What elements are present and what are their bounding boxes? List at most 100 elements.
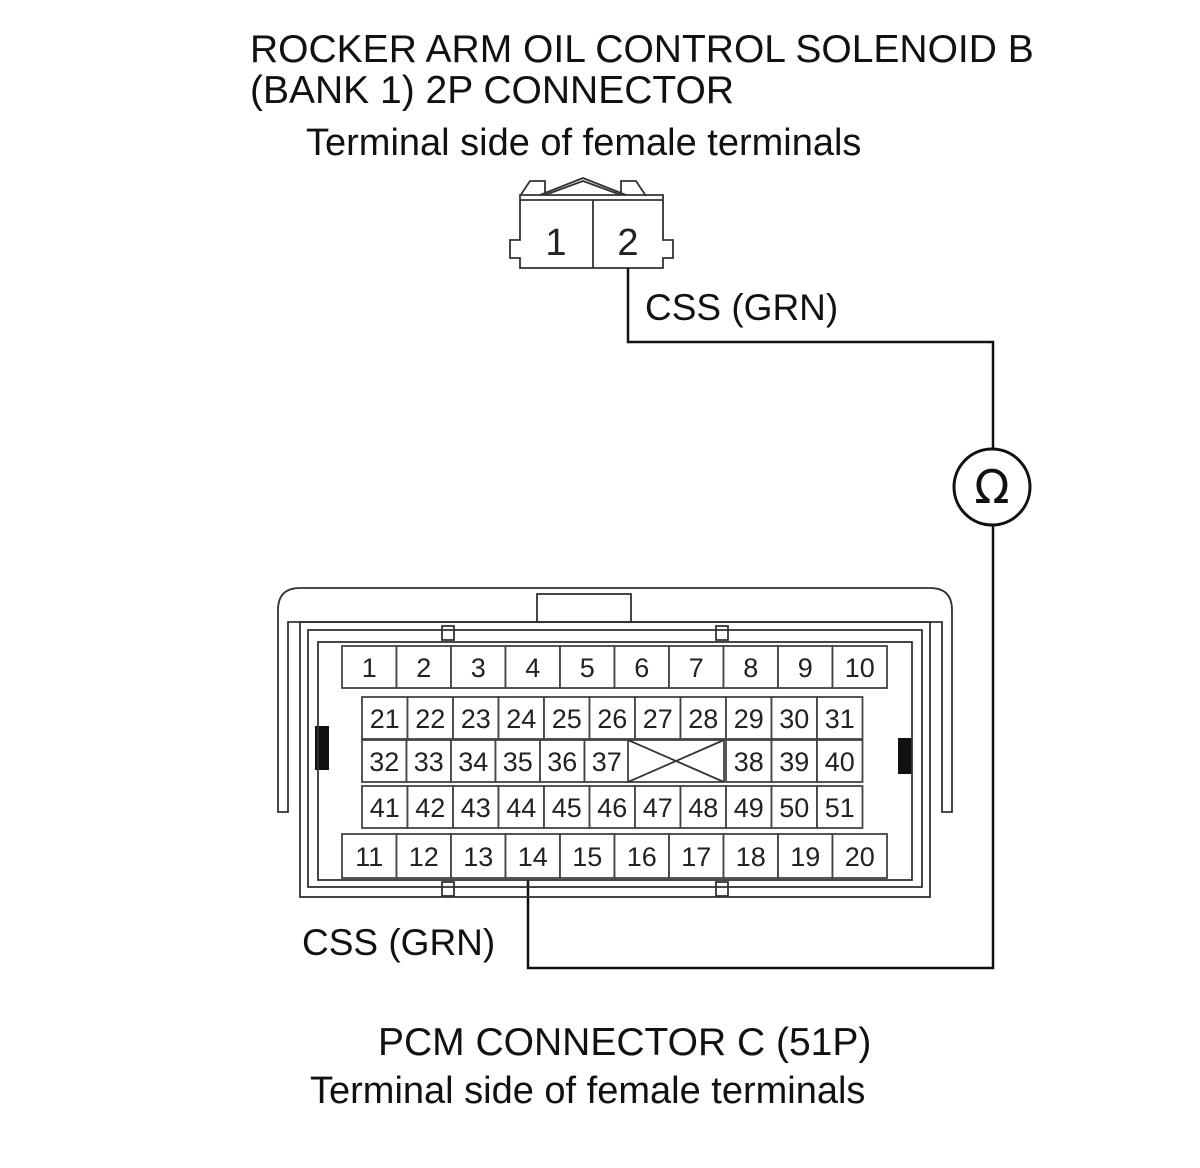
svg-text:50: 50: [779, 793, 809, 823]
pcm-pin-50: 50: [770, 785, 818, 829]
pcm-pin-38: 38: [725, 739, 773, 783]
pcm-pin-32: 32: [361, 739, 408, 783]
svg-text:29: 29: [734, 704, 764, 734]
svg-text:46: 46: [597, 793, 627, 823]
pcm-pin-17: 17: [668, 833, 725, 879]
svg-text:28: 28: [688, 704, 718, 734]
svg-text:32: 32: [369, 747, 399, 777]
svg-text:45: 45: [552, 793, 582, 823]
svg-text:14: 14: [518, 842, 548, 872]
svg-text:34: 34: [458, 747, 488, 777]
svg-text:31: 31: [825, 704, 855, 734]
solenoid-2p-connector: 1 2: [509, 177, 674, 269]
pcm-pin-40: 40: [816, 739, 864, 783]
wire-label-bottom: CSS (GRN): [302, 922, 495, 963]
pcm-pin-19: 19: [777, 833, 834, 879]
svg-text:5: 5: [580, 653, 595, 683]
pcm-pin-20: 20: [831, 833, 888, 879]
pcm-pin-14: 14: [504, 833, 561, 879]
svg-text:21: 21: [370, 704, 400, 734]
pcm-pin-31: 31: [816, 696, 864, 740]
svg-text:16: 16: [627, 842, 657, 872]
pcm-title: PCM CONNECTOR C (51P): [378, 1021, 871, 1064]
svg-text:43: 43: [461, 793, 491, 823]
svg-text:38: 38: [734, 747, 764, 777]
pcm-pin-6: 6: [613, 645, 670, 689]
css-wire-bottom: [526, 526, 995, 970]
pcm-pin-44: 44: [497, 785, 545, 829]
pcm-pin-28: 28: [679, 696, 727, 740]
pcm-pin-18: 18: [722, 833, 779, 879]
pcm-pin-26: 26: [588, 696, 636, 740]
svg-text:23: 23: [461, 704, 491, 734]
pcm-pin-1: 1: [341, 645, 398, 689]
svg-text:2: 2: [416, 653, 431, 683]
pcm-pin-27: 27: [634, 696, 682, 740]
pcm-pin-12: 12: [395, 833, 452, 879]
pcm-pin-51: 51: [816, 785, 864, 829]
pcm-pin-23: 23: [452, 696, 500, 740]
svg-text:40: 40: [825, 747, 855, 777]
pcm-pin-25: 25: [543, 696, 591, 740]
svg-text:15: 15: [572, 842, 602, 872]
svg-text:18: 18: [736, 842, 766, 872]
solenoid-subtitle: Terminal side of female terminals: [306, 122, 861, 164]
svg-text:4: 4: [525, 653, 540, 683]
svg-text:27: 27: [643, 704, 673, 734]
solenoid-title-line1: ROCKER ARM OIL CONTROL SOLENOID B: [250, 28, 1034, 71]
pcm-pin-34: 34: [450, 739, 497, 783]
pcm-pin-16: 16: [613, 833, 670, 879]
svg-text:26: 26: [597, 704, 627, 734]
pcm-pin-45: 45: [543, 785, 591, 829]
svg-text:17: 17: [681, 842, 711, 872]
svg-text:49: 49: [734, 793, 764, 823]
svg-text:47: 47: [643, 793, 673, 823]
svg-text:6: 6: [634, 653, 649, 683]
ohm-symbol: Ω: [974, 460, 1009, 514]
solenoid-title-line2: (BANK 1) 2P CONNECTOR: [250, 69, 734, 112]
pcm-pin-3: 3: [450, 645, 507, 689]
pcm-pin-33: 33: [405, 739, 452, 783]
pcm-pin-41: 41: [361, 785, 409, 829]
svg-text:10: 10: [845, 653, 875, 683]
css-wire-top: [626, 268, 995, 448]
svg-text:48: 48: [688, 793, 718, 823]
pcm-pin-11: 11: [341, 833, 398, 879]
svg-text:25: 25: [552, 704, 582, 734]
svg-text:33: 33: [414, 747, 444, 777]
pcm-pin-7: 7: [668, 645, 725, 689]
svg-text:1: 1: [362, 653, 377, 683]
pcm-pin-35: 35: [494, 739, 541, 783]
svg-text:44: 44: [506, 793, 536, 823]
pcm-pin-2: 2: [395, 645, 452, 689]
svg-text:39: 39: [779, 747, 809, 777]
blank-cavity: [627, 739, 725, 783]
pcm-pin-15: 15: [559, 833, 616, 879]
svg-text:30: 30: [779, 704, 809, 734]
ohmmeter-icon: Ω: [952, 447, 1032, 527]
pcm-pin-13: 13: [450, 833, 507, 879]
pcm-subtitle: Terminal side of female terminals: [310, 1070, 865, 1112]
pcm-pin-48: 48: [679, 785, 727, 829]
svg-text:35: 35: [503, 747, 533, 777]
pcm-pin-49: 49: [725, 785, 773, 829]
pcm-pin-39: 39: [770, 739, 818, 783]
svg-text:51: 51: [825, 793, 855, 823]
pcm-pin-10: 10: [831, 645, 888, 689]
svg-text:37: 37: [592, 747, 622, 777]
svg-text:36: 36: [547, 747, 577, 777]
pcm-pin-47: 47: [634, 785, 682, 829]
pcm-pin-46: 46: [588, 785, 636, 829]
pcm-pin-29: 29: [725, 696, 773, 740]
svg-text:24: 24: [506, 704, 536, 734]
pcm-pin-36: 36: [539, 739, 586, 783]
pcm-pin-4: 4: [504, 645, 561, 689]
pcm-pin-22: 22: [406, 696, 454, 740]
svg-text:19: 19: [790, 842, 820, 872]
svg-text:8: 8: [743, 653, 758, 683]
pcm-pin-5: 5: [559, 645, 616, 689]
svg-text:11: 11: [355, 842, 383, 872]
pcm-pin-8: 8: [722, 645, 779, 689]
